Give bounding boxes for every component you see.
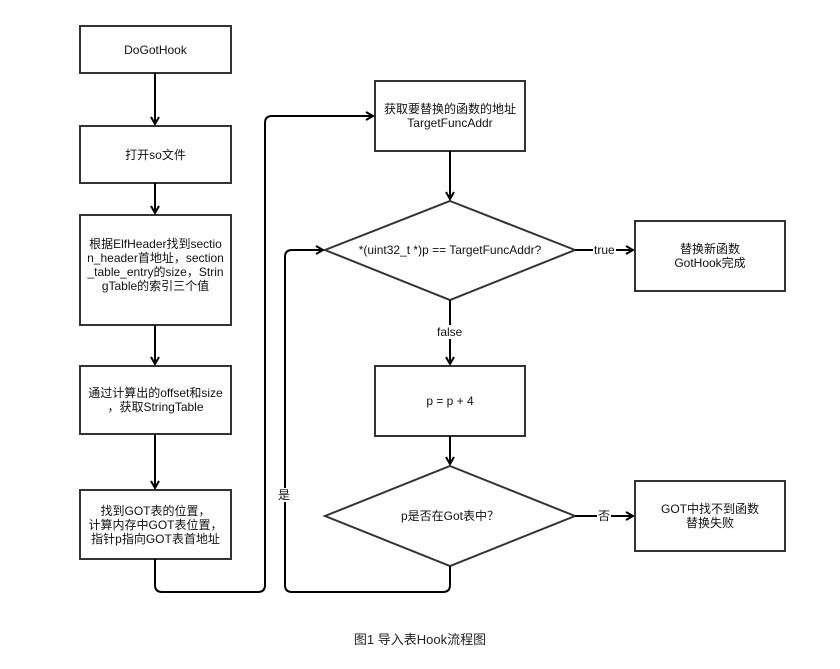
node-parse xyxy=(79,214,232,326)
node-findgot-text: 找到GOT表的位置， 计算内存中GOT表位置， 指针p指向GOT表首地址 xyxy=(88,503,223,546)
node-success xyxy=(634,220,786,292)
node-open xyxy=(79,125,232,184)
figure-caption: 图1 导入表Hook流程图 xyxy=(353,632,487,647)
node-fail xyxy=(634,480,786,552)
edge-ingot-cmp xyxy=(284,250,451,593)
edge-label-no: 否 xyxy=(597,509,612,523)
node-calc-text: 通过计算出的offset和size ，获取StringTable xyxy=(88,386,223,414)
node-fail-text: GOT中找不到函数 替换失败 xyxy=(661,502,759,530)
node-ingot-text: p是否在Got表中？ xyxy=(400,509,500,523)
edge-label-false: false xyxy=(436,325,464,339)
node-gettarget xyxy=(374,80,526,152)
edge-label-true: true xyxy=(593,243,616,257)
node-open-text: 打开so文件 xyxy=(125,147,186,162)
node-inc-text: p = p + 4 xyxy=(426,394,474,408)
node-success-text: 替换新函数 GotHook完成 xyxy=(674,242,746,270)
node-gettarget-text: 获取要替换的函数的地址 TargetFuncAddr xyxy=(383,102,516,130)
node-start-text: DoGotHook xyxy=(124,42,187,57)
node-start xyxy=(79,25,232,74)
edge-label-yes: 是 xyxy=(277,488,292,502)
node-cmp-text: *(uint32_t *)p == TargetFuncAddr? xyxy=(358,243,542,257)
node-calc xyxy=(79,365,232,435)
node-parse-text: 根据ElfHeader找到section_header首地址，section_t… xyxy=(87,237,224,293)
edge-findgot-gettarget xyxy=(154,116,373,593)
